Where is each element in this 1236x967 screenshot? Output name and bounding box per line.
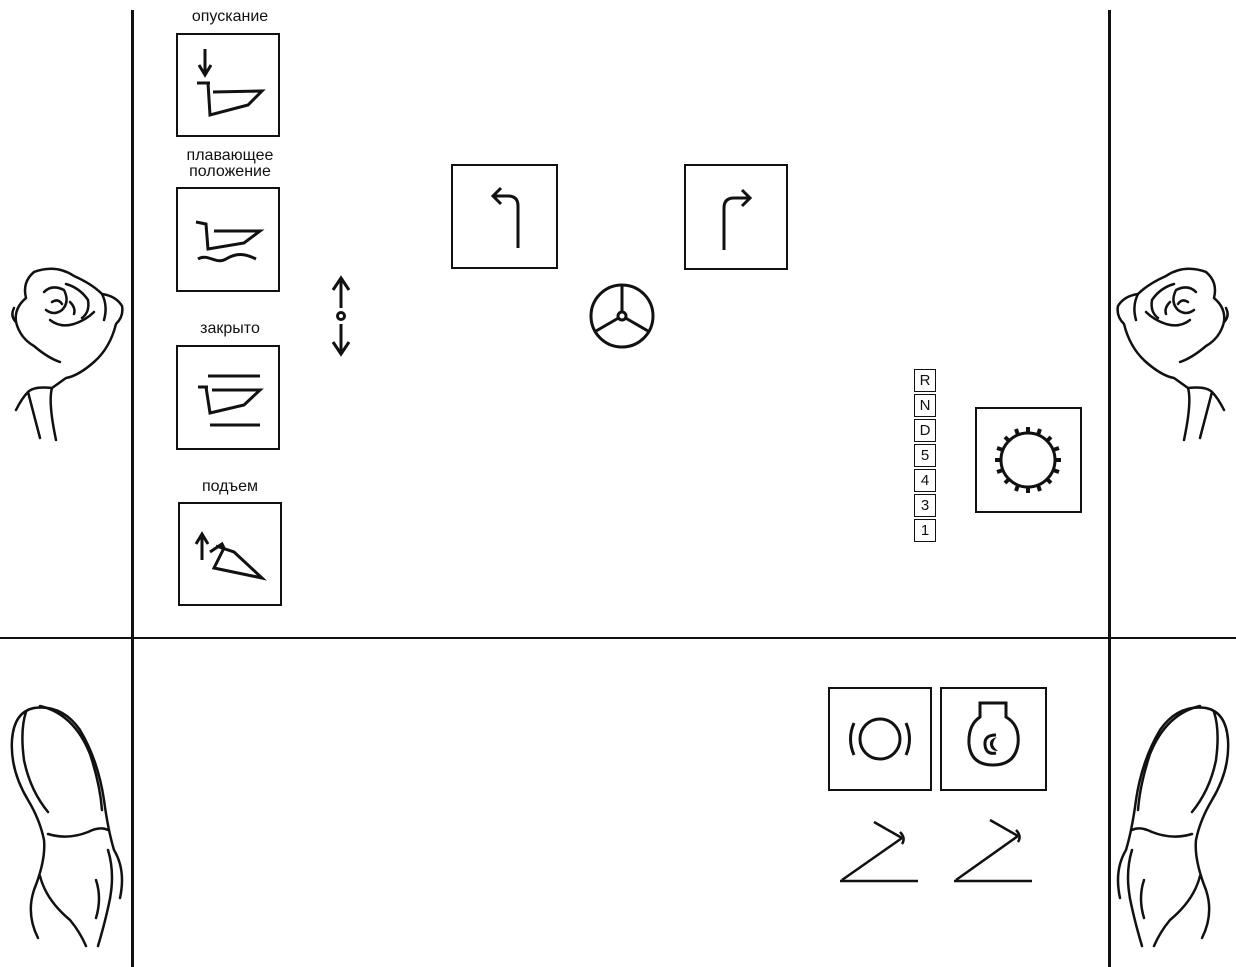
label-float: плавающее положение <box>155 147 305 180</box>
gear-selector: R N D 5 4 3 1 <box>914 369 939 544</box>
label-raise: подъем <box>160 478 300 495</box>
gear-1[interactable]: 1 <box>914 519 936 542</box>
throttle-button[interactable] <box>940 687 1047 791</box>
label-float-line2: положение <box>155 163 305 180</box>
bucket-float-button[interactable] <box>176 187 280 292</box>
horizontal-divider <box>0 637 1236 639</box>
right-foot-icon <box>1110 700 1236 950</box>
gear-sun-icon <box>977 409 1080 511</box>
bucket-lower-button[interactable] <box>176 33 280 137</box>
gear-3[interactable]: 3 <box>914 494 936 517</box>
throttle-pedal-icon <box>952 814 1036 886</box>
brake-pedal-icon <box>838 814 922 886</box>
gear-r[interactable]: R <box>914 369 936 392</box>
up-down-arrow-icon <box>326 274 356 358</box>
engine-throttle-icon <box>942 689 1045 789</box>
label-closed: закрыто <box>160 320 300 337</box>
gear-shift-button[interactable] <box>975 407 1082 513</box>
bucket-lower-icon <box>178 35 278 135</box>
turn-right-button[interactable] <box>684 164 788 270</box>
bucket-raise-icon <box>180 504 280 604</box>
label-float-line1: плавающее <box>155 147 305 164</box>
gear-4[interactable]: 4 <box>914 469 936 492</box>
left-hand-icon <box>4 262 128 446</box>
gear-d[interactable]: D <box>914 419 936 442</box>
turn-right-arrow-icon <box>686 166 786 268</box>
bucket-closed-icon <box>178 347 278 447</box>
bucket-float-icon <box>178 189 278 289</box>
label-lower: опускание <box>160 8 300 25</box>
brake-button[interactable] <box>828 687 932 791</box>
gear-n[interactable]: N <box>914 394 936 417</box>
bucket-raise-button[interactable] <box>178 502 282 606</box>
turn-left-button[interactable] <box>451 164 558 269</box>
brake-icon <box>830 689 930 789</box>
bucket-closed-button[interactable] <box>176 345 280 450</box>
turn-left-arrow-icon <box>453 166 556 267</box>
left-foot-icon <box>4 700 132 950</box>
right-hand-icon <box>1112 262 1236 446</box>
gear-5[interactable]: 5 <box>914 444 936 467</box>
steering-wheel-icon <box>588 282 656 350</box>
